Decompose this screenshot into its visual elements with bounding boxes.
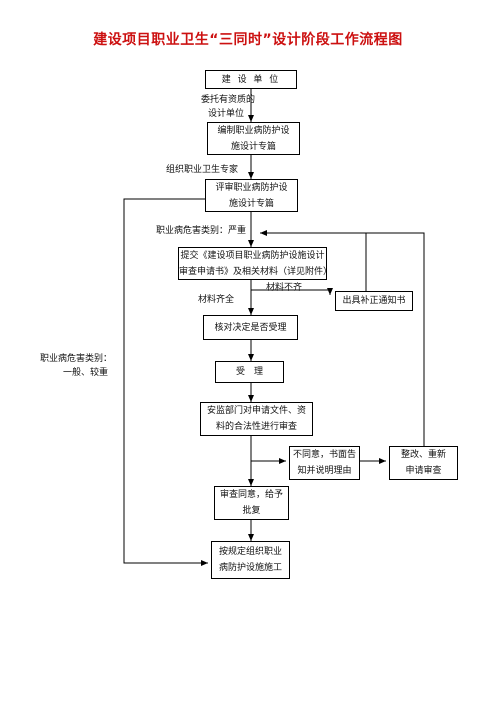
box-review-design-line2: 施设计专篇 [228, 198, 274, 209]
box-disagree-line2: 知并说明理由 [297, 466, 352, 476]
label-hazard-general-line1: 职业病危害类别： [40, 354, 113, 364]
box-disagree: 不同意，书面告 知并说明理由 [289, 446, 360, 480]
box-compile-design-line1: 编制职业病防护设 [217, 125, 290, 136]
box-safety-review-line1: 安监部门对申请文件、资 [206, 406, 306, 416]
box-rectify-reapply-line1: 整改、重新 [400, 450, 446, 460]
label-entrust-design-unit: 委托有资质的 设计单位 [201, 93, 255, 121]
box-approve-line2: 批复 [242, 506, 261, 516]
box-verify-acceptance-label: 核对决定是否受理 [214, 322, 287, 333]
box-review-design: 评审职业病防护设 施设计专篇 [205, 179, 298, 212]
box-submit-application-line1: 提交《建设项目职业病防护设施设计 [180, 250, 325, 261]
box-construction: 按规定组织职业 病防护设施施工 [211, 541, 290, 579]
box-supplement-notice-label: 出具补正通知书 [342, 296, 406, 306]
box-approve: 审查同意，给予 批复 [214, 486, 289, 520]
box-verify-acceptance: 核对决定是否受理 [203, 315, 298, 340]
box-construction-unit-label: 建 设 单 位 [221, 74, 281, 85]
box-rectify-reapply-line2: 申请审查 [405, 466, 442, 476]
box-construction-line1: 按规定组织职业 [218, 547, 282, 557]
arrow-incomplete-to-notice [251, 288, 333, 295]
box-compile-design-line2: 施设计专篇 [230, 141, 276, 152]
box-submit-application: 提交《建设项目职业病防护设施设计 审查申请书》及相关材料（详见附件） [178, 247, 333, 280]
box-rectify-reapply: 整改、重新 申请审查 [389, 446, 458, 480]
label-material-incomplete: 材料不齐 [266, 283, 303, 293]
label-hazard-general-line2: 一般、较重 [63, 368, 109, 378]
box-approve-line1: 审查同意，给予 [219, 490, 283, 500]
box-submit-application-line2: 审查申请书》及相关材料（详见附件） [179, 266, 333, 277]
label-entrust-line2: 设计单位 [208, 109, 245, 119]
arrow-general-bypass [123, 198, 208, 566]
box-supplement-notice: 出具补正通知书 [335, 291, 413, 311]
box-construction-unit: 建 设 单 位 [205, 70, 297, 89]
label-entrust-line1: 委托有资质的 [201, 95, 256, 105]
label-material-complete: 材料齐全 [198, 295, 235, 305]
label-hazard-serious: 职业病危害类别：严重 [156, 226, 247, 236]
box-review-design-line1: 评审职业病防护设 [215, 182, 288, 193]
box-safety-review-line2: 料的合法性进行审查 [215, 422, 297, 432]
label-organize-experts: 组织职业卫生专家 [166, 165, 239, 175]
box-accept: 受 理 [215, 361, 284, 383]
box-accept-label: 受 理 [235, 367, 263, 377]
label-hazard-general: 职业病危害类别： 一般、较重 [40, 352, 112, 380]
box-construction-line2: 病防护设施施工 [218, 563, 282, 573]
page-title: 建设项目职业卫生“三同时”设计阶段工作流程图 [93, 32, 403, 48]
box-safety-review: 安监部门对申请文件、资 料的合法性进行审查 [200, 402, 313, 436]
arrow-rectify-to-submit [366, 232, 425, 446]
box-disagree-line1: 不同意，书面告 [292, 450, 356, 460]
box-compile-design: 编制职业病防护设 施设计专篇 [207, 122, 300, 155]
